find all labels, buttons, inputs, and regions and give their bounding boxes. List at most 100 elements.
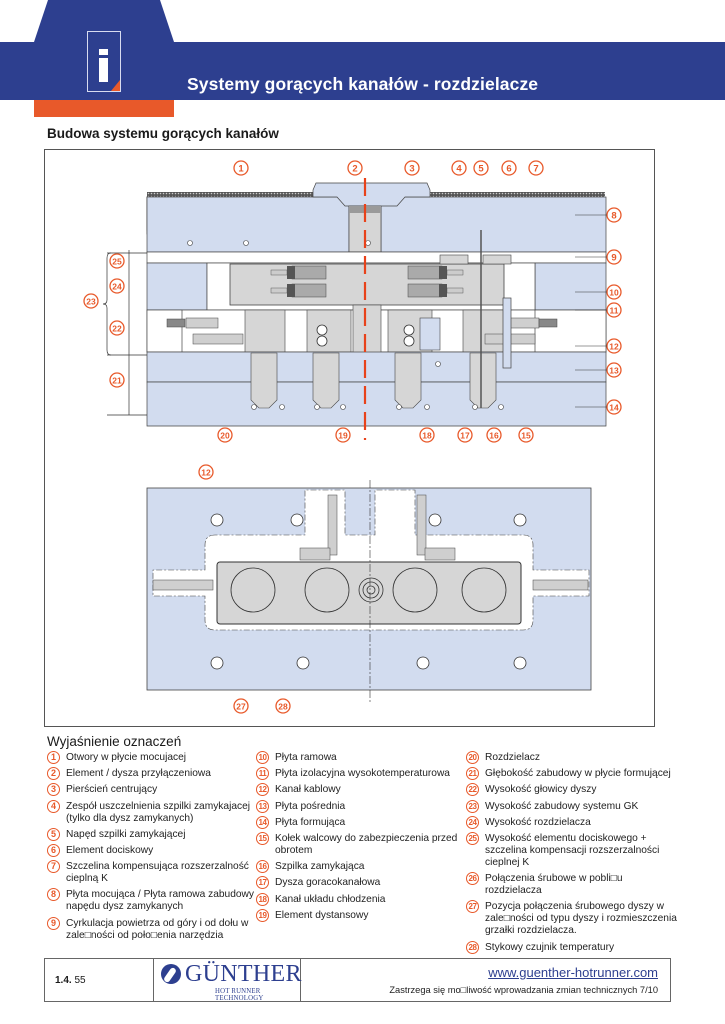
info-icon xyxy=(87,31,121,92)
callout-number-badge: 22 xyxy=(466,783,479,797)
frame-plate-left xyxy=(146,262,208,311)
legend-item: 26 Połączenia śrubowe w pobli□u rozdziela… xyxy=(466,872,681,897)
callout-number-badge: 14 xyxy=(256,815,269,829)
legend-text: Zespół uszczelnienia szpilki zamykajacej… xyxy=(66,800,251,824)
legend-text: Napęd szpilki zamykającej xyxy=(66,828,186,840)
callout-number-badge: 6 xyxy=(47,843,60,857)
callout-number-badge: 10 xyxy=(256,751,269,764)
legend-text: Pierścień centrujący xyxy=(66,784,158,796)
callout-label: 17 xyxy=(460,430,470,440)
legend-text: Połączenia śrubowe w pobli□u rozdzielacz… xyxy=(485,873,623,897)
header-accent-bar xyxy=(34,100,174,117)
legend-title: Wyjaśnienie oznaczeń xyxy=(47,734,182,749)
legend-text: Płyta ramowa xyxy=(275,752,337,763)
logo-mark-icon xyxy=(161,964,181,984)
callout-label: 13 xyxy=(609,365,619,375)
legend-text: Płyta izolacyjna wysokotemperaturowa xyxy=(275,768,450,780)
legend-text: Kanał kablowy xyxy=(275,784,341,796)
callout-number-badge: 28 xyxy=(466,940,479,954)
legend-text: Płyta mocująca / Płyta ramowa zabudowy n… xyxy=(66,889,254,913)
callout-circle xyxy=(518,427,534,443)
callout-label: 1 xyxy=(238,163,244,174)
callout-label: 19 xyxy=(338,430,348,440)
legend-text: Wysokość elementu dociskowego + szczelin… xyxy=(485,832,660,868)
legend-text: Stykowy czujnik temperatury xyxy=(485,941,615,953)
bolt-holes xyxy=(210,513,527,670)
callout-circle xyxy=(451,160,467,176)
callout-label: 12 xyxy=(609,341,619,351)
callout-circle xyxy=(233,698,249,714)
legend-text: Pozycja połączenia śrubowego dyszy w zal… xyxy=(485,901,677,937)
callout-circle xyxy=(404,160,420,176)
frame-plate-right xyxy=(534,262,607,311)
callout-number-badge: 12 xyxy=(256,783,269,797)
page-section: 1.4. xyxy=(55,975,72,986)
callout-number-badge: 25 xyxy=(466,831,479,845)
page-index: 55 xyxy=(71,975,86,986)
callout-label: 24 xyxy=(112,281,122,291)
legend-item: 3 Pierścień centrujący xyxy=(47,783,257,797)
callout-circle xyxy=(473,160,489,176)
page-number-cell: 1.4. 55 xyxy=(45,959,154,1001)
dowel-pin xyxy=(502,297,512,369)
callout-label: 2 xyxy=(352,163,357,174)
callout-label: 4 xyxy=(456,163,462,174)
section-view xyxy=(102,178,607,440)
callout-circle xyxy=(109,278,125,294)
nozzle-head xyxy=(462,309,506,353)
callout-number-badge: 2 xyxy=(47,767,60,781)
spacer-element xyxy=(352,304,382,356)
callout-number-badge: 5 xyxy=(47,827,60,841)
page-number: 1.4. 55 xyxy=(55,975,86,986)
callout-label: 23 xyxy=(86,296,96,306)
hot-runner-nozzle xyxy=(394,352,422,409)
callout-number-badge: 9 xyxy=(47,916,60,930)
legend-text: Szczelina kompensująca rozszerzalność ci… xyxy=(66,861,249,885)
legend-item: 10 Płyta ramowa xyxy=(256,751,461,764)
logo: GÜNTHER HOT RUNNER TECHNOLOGY xyxy=(153,959,301,1002)
callout-label: 11 xyxy=(610,305,619,315)
locating-ring xyxy=(312,182,431,207)
callout-label: 14 xyxy=(609,402,619,412)
plan-manifold xyxy=(216,561,522,625)
callout-circle xyxy=(109,253,125,269)
callout-number-badge: 3 xyxy=(47,783,60,797)
section-title: Budowa systemu gorących kanałów xyxy=(47,126,279,141)
callout-label: 12 xyxy=(201,467,211,477)
callout-label: 21 xyxy=(112,375,122,385)
legend-text: Głębokość zabudowy w płycie formującej xyxy=(485,768,671,780)
callout-number-badge: 27 xyxy=(466,900,479,914)
callout-circle xyxy=(275,698,291,714)
callout-label: 8 xyxy=(611,210,616,221)
callout-circle xyxy=(109,372,125,388)
callout-label: 3 xyxy=(409,163,414,174)
air-gap-9 xyxy=(146,251,607,264)
callout-label: 15 xyxy=(521,430,531,440)
diagram-canvas: 1234567891011121314201918171615252423222… xyxy=(83,160,622,714)
website-link[interactable]: www.guenther-hotrunner.com xyxy=(488,965,658,980)
callout-label: 9 xyxy=(611,252,616,263)
callout-number-badge: 19 xyxy=(256,908,269,922)
legend-item: 12 Kanał kablowy xyxy=(256,783,461,797)
callout-label: 10 xyxy=(609,287,619,297)
legend-text: Kołek walcowy do zabezpieczenia przed ob… xyxy=(275,832,458,856)
logo-tagline: HOT RUNNER TECHNOLOGY xyxy=(215,988,264,1002)
clamping-plate-left xyxy=(146,196,350,253)
callout-number-badge: 26 xyxy=(466,872,479,886)
legend-item: 25 Wysokość elementu dociskowego + szczel… xyxy=(466,831,681,869)
callout-circle xyxy=(457,427,473,443)
callout-circle xyxy=(501,160,517,176)
callout-number-badge: 16 xyxy=(256,860,269,874)
